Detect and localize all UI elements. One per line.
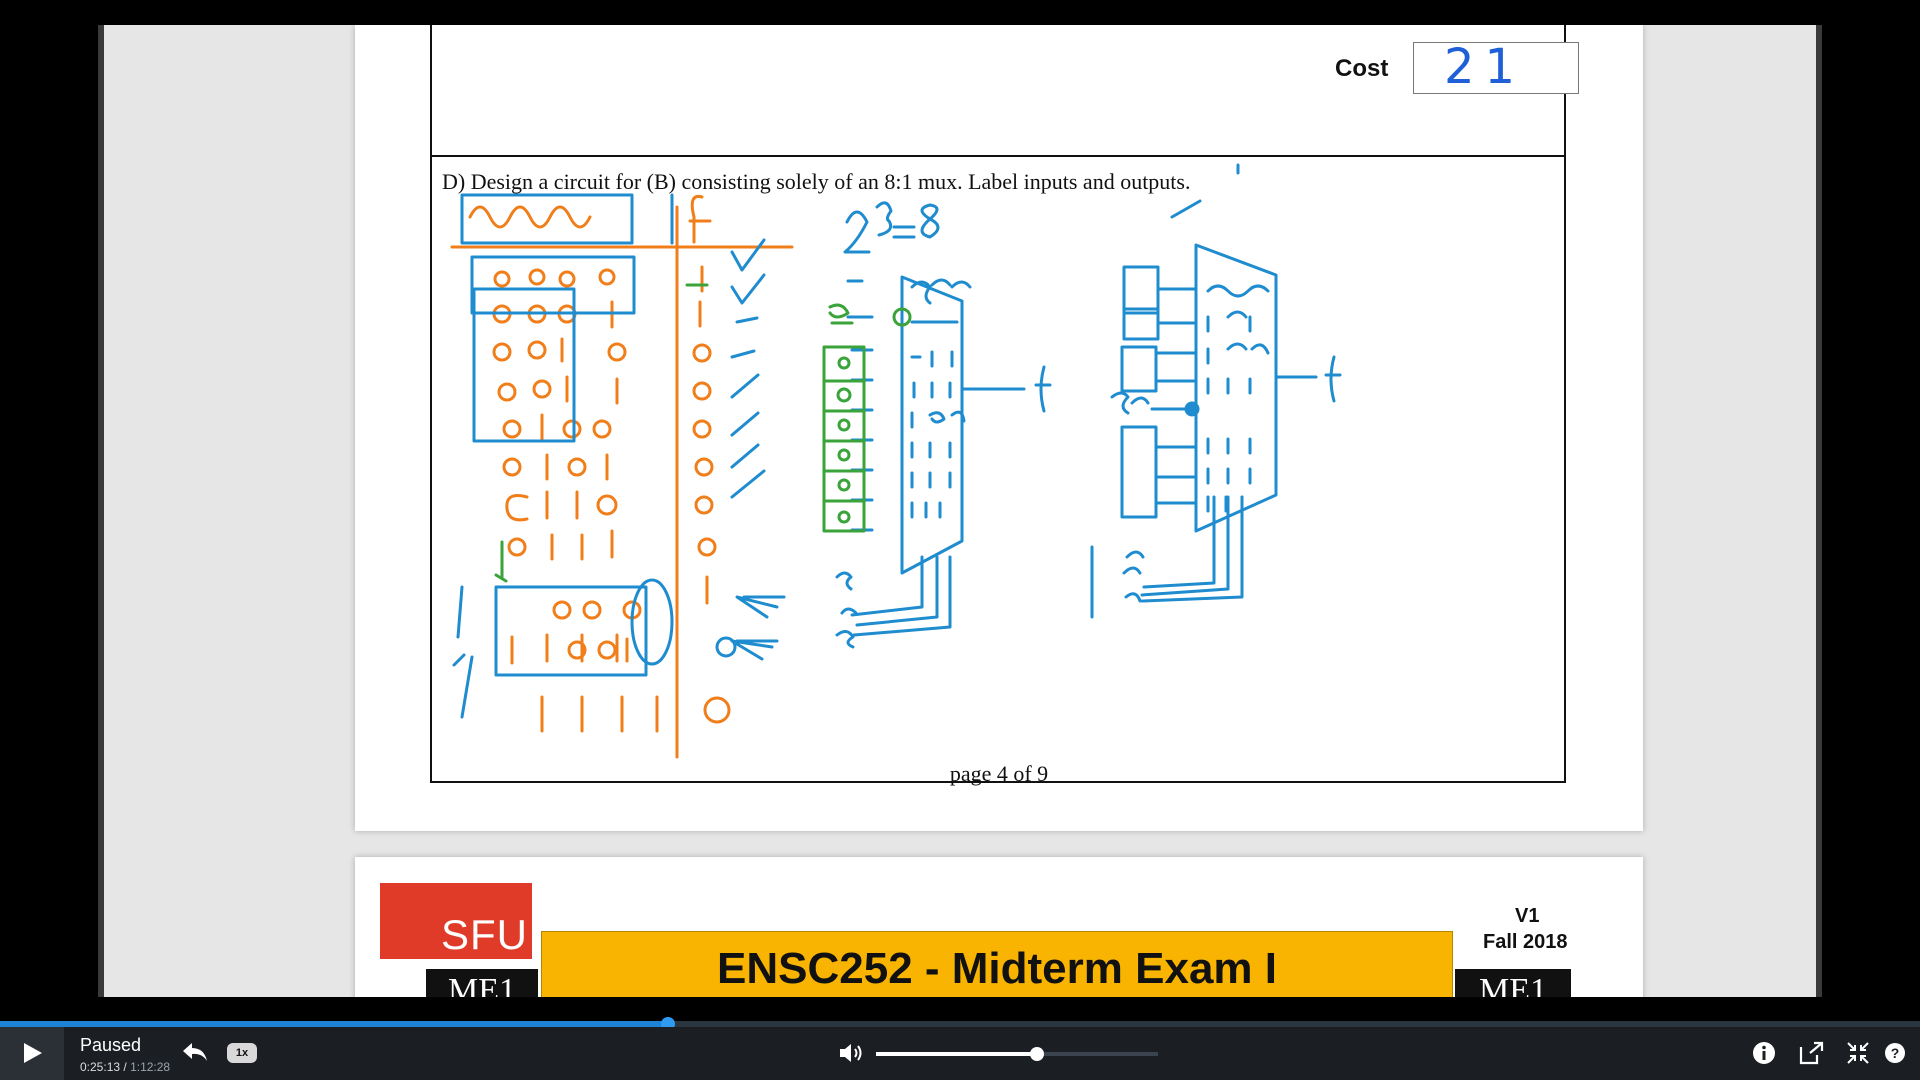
exam-term: Fall 2018 (1483, 931, 1568, 953)
volume-button[interactable] (838, 1041, 866, 1070)
video-frame[interactable]: Cost 21 D) Design a circuit for (B) cons… (98, 25, 1822, 997)
volume-handle[interactable] (1029, 1047, 1044, 1061)
rewind-icon (183, 1043, 207, 1061)
help-button[interactable]: ? (1884, 1041, 1906, 1070)
time-current: 0:25:13 (80, 1060, 121, 1074)
sfu-logo: SFU (380, 883, 532, 959)
question-d-box: D) Design a circuit for (B) consisting s… (430, 155, 1566, 783)
cost-row: Cost 21 (430, 25, 1579, 157)
exam-page-5: SFU ME1 ENSC252 - Midterm Exam I ME1 V1 … (355, 857, 1643, 997)
time-display: 0:25:13 / 1:12:28 (80, 1060, 170, 1074)
exam-title: ENSC252 - Midterm Exam I (717, 944, 1277, 993)
time-separator: / (120, 1060, 131, 1074)
cost-answer-box: 21 (1413, 39, 1579, 95)
cost-label: Cost (1335, 55, 1389, 82)
margin-label-left: ME1 (426, 969, 538, 997)
time-total: 1:12:28 (130, 1060, 171, 1074)
cost-handwritten-value: 21 (1444, 39, 1526, 95)
exam-page-4: Cost 21 D) Design a circuit for (B) cons… (355, 25, 1643, 831)
info-icon (1753, 1042, 1775, 1064)
page-number: page 4 of 9 (949, 761, 1049, 786)
exit-fullscreen-button[interactable] (1846, 1041, 1870, 1070)
popout-button[interactable] (1798, 1041, 1824, 1070)
playback-speed-button[interactable]: 1x (227, 1043, 257, 1063)
volume-slider[interactable] (876, 1047, 1158, 1061)
margin-label-right: ME1 (1455, 969, 1571, 997)
exam-title-banner: ENSC252 - Midterm Exam I (541, 931, 1453, 997)
rewind-button[interactable] (182, 1041, 208, 1068)
exam-version: V1 (1515, 905, 1540, 927)
play-button[interactable] (0, 1027, 64, 1080)
progress-fill (0, 1021, 669, 1027)
question-d-text: D) Design a circuit for (B) consisting s… (442, 169, 1191, 194)
green-annotations (494, 283, 912, 583)
sfu-logo-text: SFU (441, 911, 528, 958)
svg-text:?: ? (1891, 1045, 1900, 1061)
popout-icon (1799, 1041, 1824, 1065)
exit-fullscreen-icon (1847, 1042, 1869, 1064)
help-icon: ? (1885, 1043, 1905, 1063)
volume-icon (840, 1044, 862, 1062)
player-controls: Paused 0:25:13 / 1:12:28 1x (0, 1027, 1920, 1080)
truth-table-ink (450, 194, 794, 759)
handwritten-annotations (450, 163, 1342, 759)
volume-fill (876, 1052, 1037, 1056)
info-button[interactable] (1752, 1041, 1776, 1070)
playback-status: Paused (80, 1035, 142, 1055)
play-icon (24, 1043, 42, 1063)
